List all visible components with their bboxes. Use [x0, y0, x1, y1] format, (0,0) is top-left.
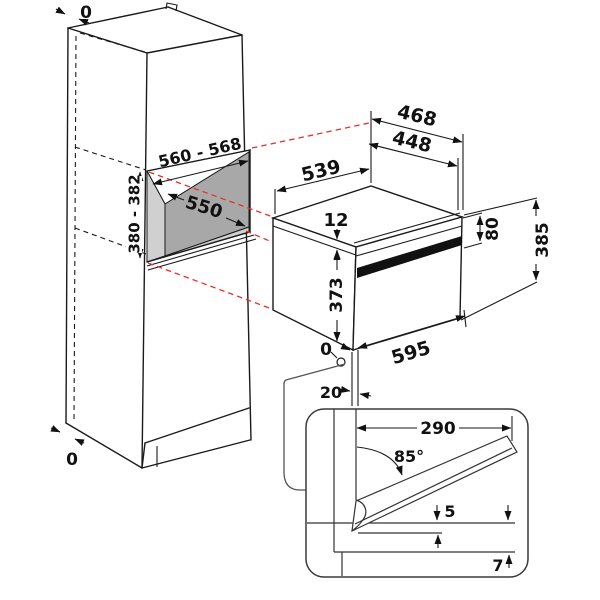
dim-label: 0 — [320, 340, 332, 360]
cabinet-top-notch — [165, 2, 178, 12]
dim-label: 85° — [394, 447, 424, 466]
dim-label: 20 — [320, 383, 342, 402]
dim-label: 373 — [327, 277, 347, 313]
dim-door-gap: 5 — [433, 502, 512, 548]
dim-label: 12 — [323, 210, 348, 231]
dim-label: 380 - 382 — [125, 174, 143, 253]
dim-cabinet-bottom-offset: 0 — [50, 425, 85, 470]
door-handle-band — [357, 236, 462, 278]
door-hinge — [351, 499, 367, 532]
dim-label: 539 — [299, 156, 343, 187]
callout-leader — [283, 363, 346, 491]
dim-label: 80 — [483, 217, 503, 241]
dim-door-protrusion: 20 — [320, 350, 372, 406]
niche-shelf-edge — [146, 234, 255, 267]
detail-inset: 290 85° 5 7 — [283, 363, 529, 578]
dim-label: 290 — [420, 419, 456, 439]
dim-appliance-body-height: 373 — [327, 250, 347, 342]
dim-label: 385 — [533, 222, 553, 258]
dim-door-open-angle: 85° — [356, 446, 424, 476]
open-door — [351, 435, 518, 533]
dim-label: 0 — [66, 450, 78, 470]
dim-appliance-front-band: 80 — [462, 212, 503, 249]
dim-niche-height: 380 - 382 — [125, 171, 144, 259]
dim-label: 5 — [444, 502, 455, 521]
dim-door-open-length: 290 — [356, 416, 513, 441]
dim-label: 448 — [390, 127, 434, 158]
niche-shelf-edge — [147, 238, 257, 271]
cabinet-column — [65, 2, 252, 469]
dim-label: 0 — [80, 3, 92, 23]
dim-label: 595 — [389, 337, 433, 369]
dim-appliance-front-height: 385 — [460, 197, 553, 321]
dim-cabinet-top-offset: 0 — [55, 3, 92, 26]
dim-plinth-clearance: 7 — [492, 554, 513, 575]
dim-label: 7 — [492, 556, 503, 575]
